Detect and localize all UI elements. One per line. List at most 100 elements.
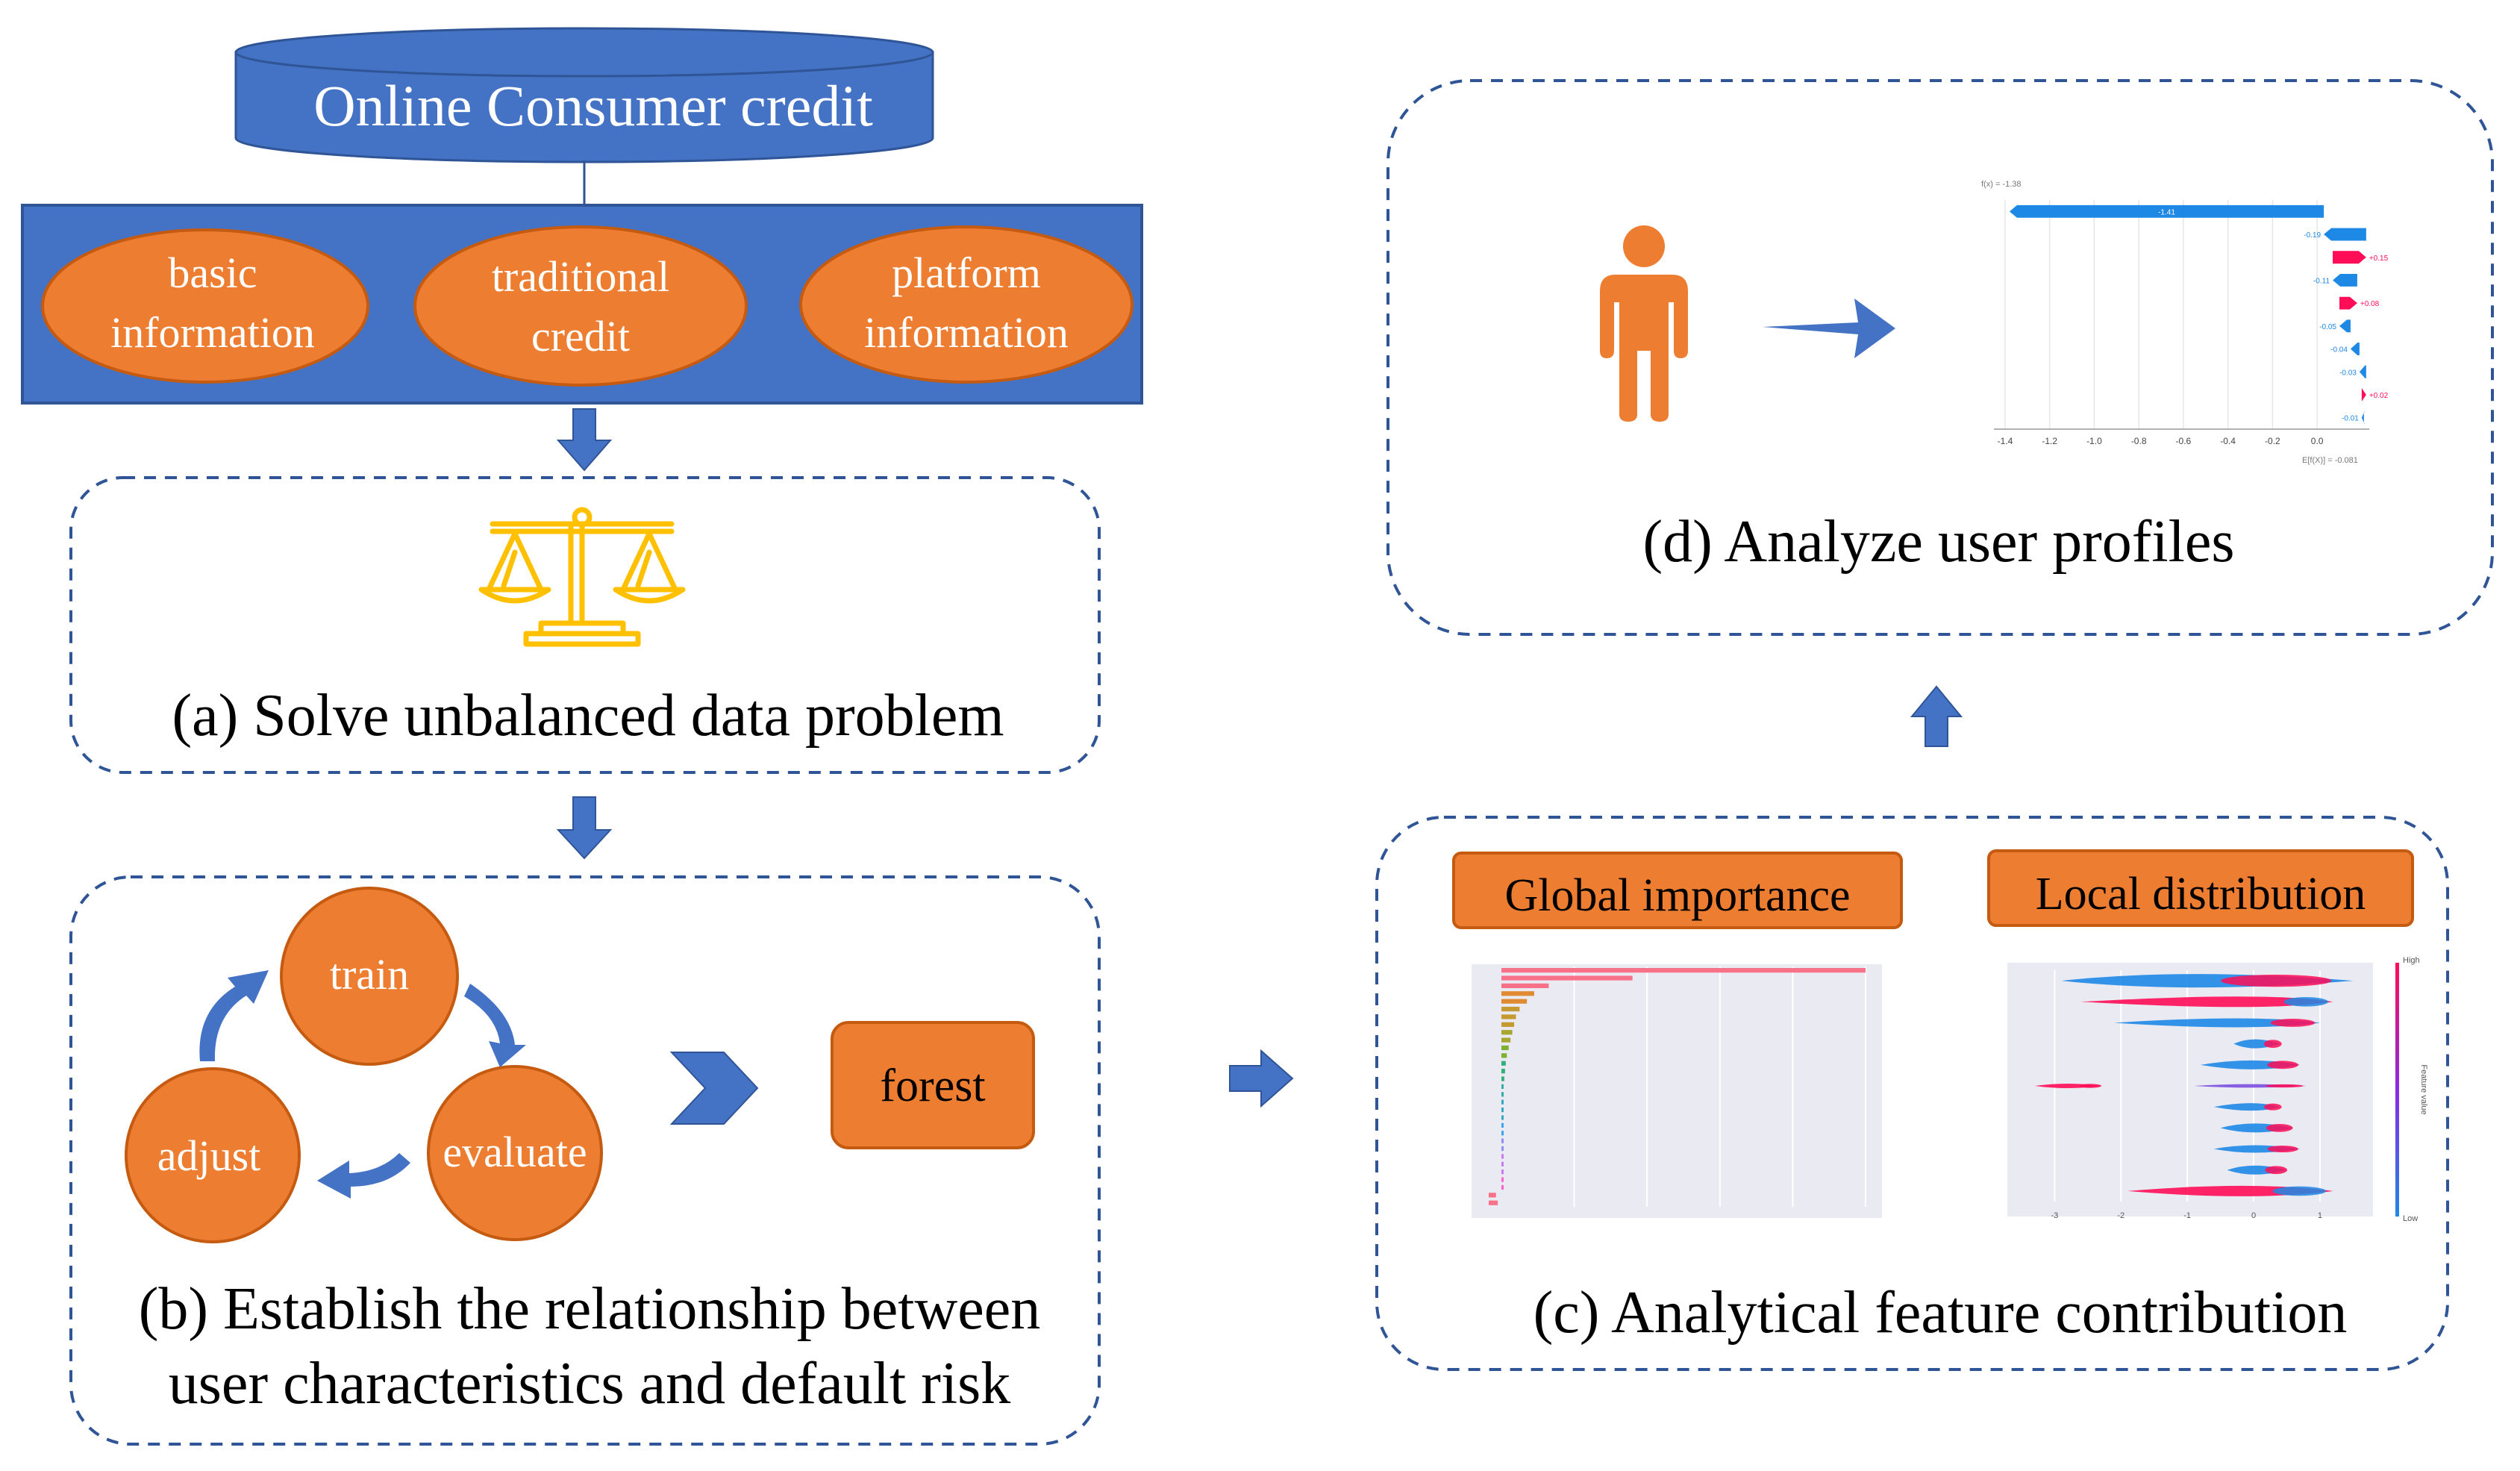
global-bar [1501,1069,1505,1074]
global-bar [1501,1045,1509,1051]
global-bar [1501,1169,1504,1175]
cycle-node-adjust: adjust [125,1067,301,1243]
waterfall-bar-label: -0.03 [2339,369,2357,377]
x-tick-label: 1 [2318,1211,2322,1220]
global-bar [1501,1177,1504,1182]
beeswarm-highlight [2266,1123,2293,1132]
person-icon [1600,225,1688,422]
x-tick-label: -2 [2117,1211,2125,1220]
x-tick-label: 0.0 [2311,436,2324,446]
x-tick-label: -1.2 [2042,436,2057,446]
global-bar [1501,1154,1504,1159]
beeswarm-row [2080,996,2333,1008]
global-bar [1501,1107,1504,1113]
colorbar-low-label: Low [2403,1214,2418,1223]
arrow-down-icon [556,796,613,860]
waterfall-bar [2333,251,2366,264]
beeswarm-highlight [2272,1186,2326,1196]
waterfall-bar-label: -0.04 [2330,346,2348,355]
global-bar [1501,1037,1511,1043]
source-item-label: credit [531,312,630,360]
waterfall-bar [2324,228,2366,241]
waterfall-bar [2359,365,2366,378]
beeswarm-highlight [2263,1040,2282,1049]
source-database: Online Consumer credit [234,27,934,205]
global-bar [1501,1146,1504,1152]
global-bar [1501,999,1528,1004]
beeswarm-highlight [2221,974,2332,987]
arrow-down-icon [556,408,613,472]
balance-scale-icon [478,507,686,647]
chevron-right-icon [669,1052,759,1125]
beeswarm-highlight [2079,1084,2102,1088]
fx-label: f(x) = -1.38 [1981,180,2022,189]
data-sources-band: basic information traditional credit pla… [21,204,1143,405]
cycle-evaluate-label: evaluate [443,1128,587,1176]
panel-c: Global importance Local distribution -3-… [1375,816,2449,1371]
panel-a: (a) Solve unbalanced data problem [69,476,1101,774]
waterfall-bar [2350,343,2360,355]
x-tick-label: -1.0 [2086,436,2102,446]
global-bar [1501,1131,1504,1136]
colorbar [2395,963,2399,1217]
waterfall-bar-label: -1.41 [2158,208,2175,216]
waterfall-bar-label: -0.19 [2304,231,2321,240]
beeswarm-highlight [2283,996,2328,1007]
global-bar [1501,975,1633,981]
global-bar [1501,1014,1516,1019]
waterfall-bar-label: +0.15 [2369,254,2389,263]
global-bar [1501,991,1534,996]
waterfall-bar-label: +0.08 [2360,300,2380,308]
panel-b-caption-line2: user characteristics and default risk [169,1351,1010,1417]
waterfall-bar-label: -0.05 [2319,323,2336,331]
beeswarm-row [2114,1018,2320,1028]
global-importance-text: Global importance [1504,870,1850,921]
panel-b-caption-line1: (b) Establish the relationship between [139,1276,1041,1342]
beeswarm-highlight [2267,1146,2298,1153]
global-bar [1501,1099,1504,1105]
cycle-node-evaluate: evaluate [427,1065,603,1241]
global-bar [1501,1161,1504,1167]
result-forest-box: forest [831,1021,1035,1149]
source-item-basic-information: basic information [41,228,369,384]
database-title: Online Consumer credit [313,73,873,138]
global-bar [1501,1184,1504,1190]
x-tick-label: -1 [2183,1211,2191,1220]
global-bar [1489,1200,1498,1205]
beeswarm-row [2213,1103,2280,1111]
source-item-label: information [864,308,1069,357]
source-item-label: basic [168,249,257,297]
x-tick-label: -0.6 [2176,436,2192,446]
x-tick-label: -3 [2051,1211,2058,1220]
x-tick-label: -1.4 [1998,436,2013,446]
global-bar [1501,968,1866,973]
beeswarm-highlight [2263,1103,2282,1111]
global-bar [1489,1193,1496,1198]
source-item-label: platform [892,249,1041,297]
source-item-label: information [110,308,315,357]
cycle-node-train: train [280,887,459,1066]
colorbar-axis-label: Feature value [2419,1064,2428,1114]
forest-label: forest [880,1061,985,1111]
waterfall-bar [2333,274,2357,287]
panel-b: train evaluate adjust forest (b) E [69,875,1101,1446]
colorbar-high-label: High [2403,956,2420,965]
arrow-right-icon [1229,1049,1294,1108]
waterfall-bar [2361,411,2365,425]
waterfall-bar-label: -0.11 [2313,277,2330,285]
waterfall-bar [2339,319,2351,333]
source-item-traditional-credit: traditional credit [413,225,748,387]
panel-a-caption: (a) Solve unbalanced data problem [172,683,1004,749]
local-distribution-text: Local distribution [2036,869,2366,919]
cycle-adjust-label: adjust [157,1131,261,1180]
x-tick-label: 0 [2251,1211,2256,1220]
waterfall-bar [2361,388,2366,402]
arrow-up-icon [1910,685,1963,747]
global-bar [1501,1115,1504,1120]
beeswarm-highlight [2265,1166,2288,1175]
global-importance-label: Global importance [1452,852,1903,929]
waterfall-bar-label: -0.01 [2342,415,2359,423]
